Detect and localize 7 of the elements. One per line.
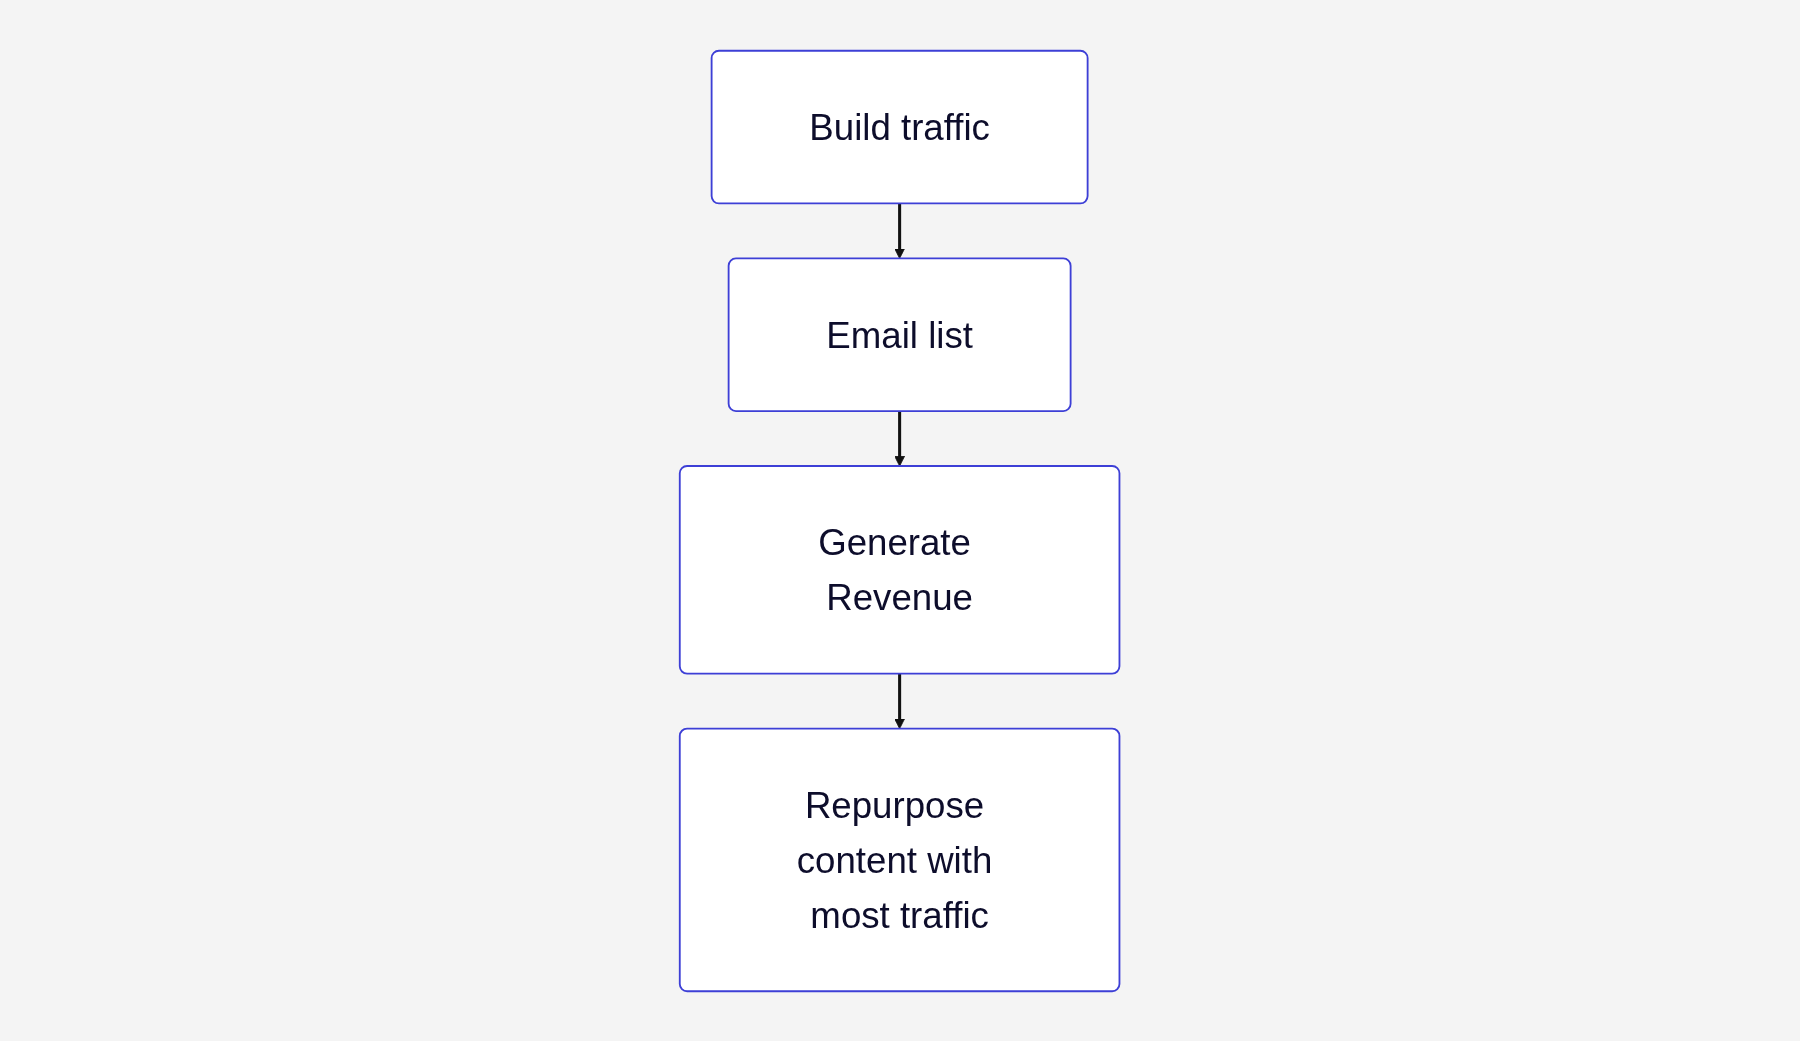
node-box: Build traffic xyxy=(711,49,1089,204)
node-box: Email list xyxy=(728,257,1072,412)
arrow xyxy=(894,673,906,729)
arrow xyxy=(894,202,906,259)
node-box: Generate Revenue xyxy=(679,464,1121,675)
node-box: Repurpose content with most traffic xyxy=(679,727,1121,992)
arrow xyxy=(894,410,906,466)
